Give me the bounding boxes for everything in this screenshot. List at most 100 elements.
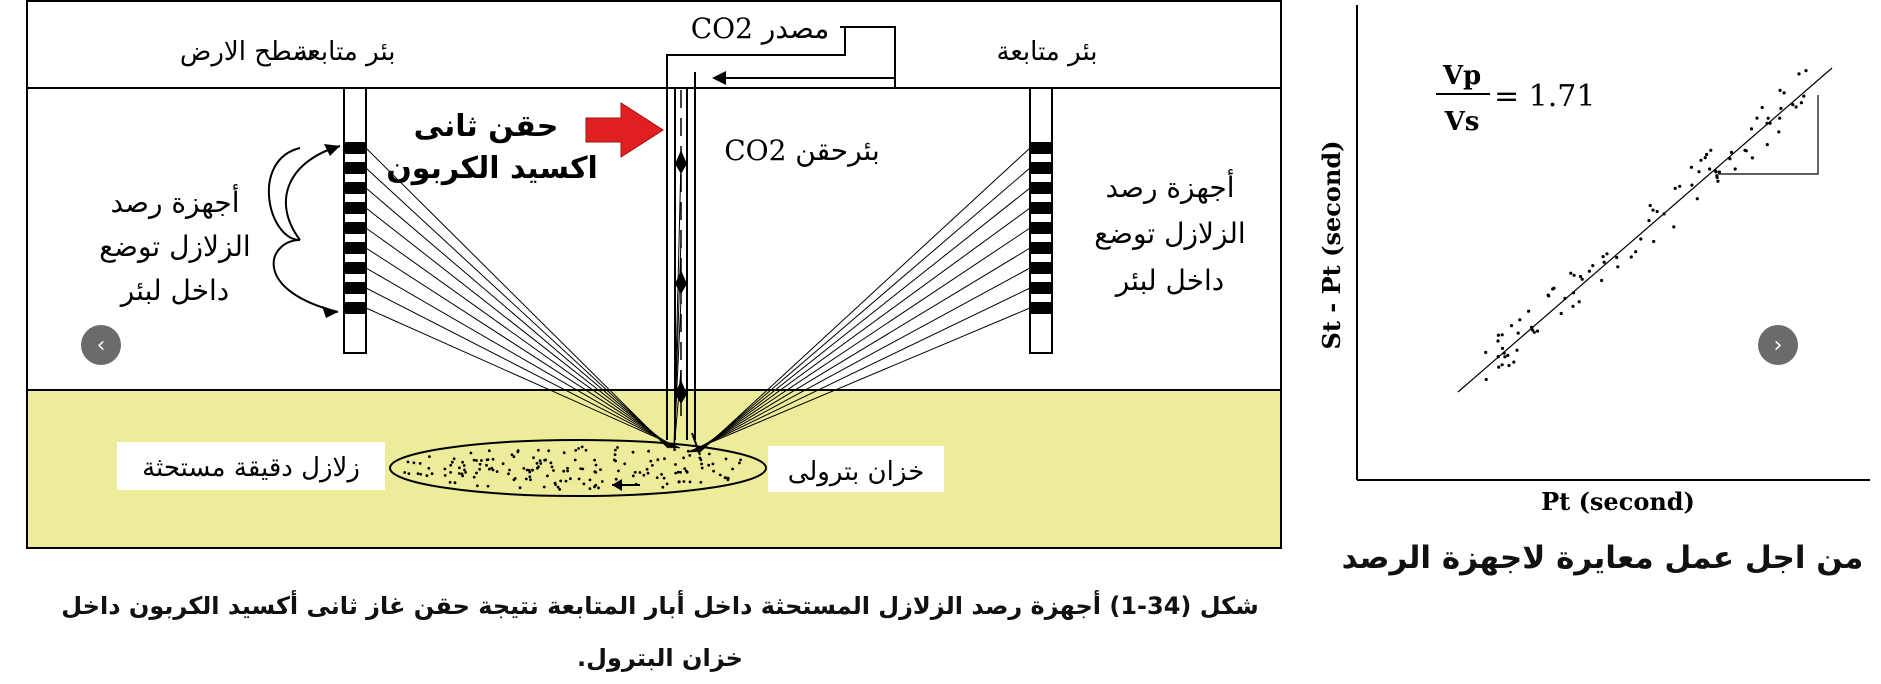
scatter-point [1503, 355, 1507, 359]
geophone-icon [1031, 162, 1051, 174]
co2-supply-pipe [666, 26, 896, 88]
scatter-point [1569, 271, 1573, 275]
scatter-point [1713, 169, 1717, 173]
ratio-value: = 1.71 [1494, 79, 1595, 114]
geophone-icon [1031, 262, 1051, 274]
scatter-point [1601, 255, 1605, 259]
scatter-point [1535, 329, 1540, 333]
scatter-point [1728, 157, 1732, 161]
injection-arrow-icon [585, 102, 664, 158]
geophone-icon [1031, 302, 1051, 314]
scatter-point [1708, 167, 1712, 171]
scatter-point [1502, 351, 1506, 355]
geophone-icon [1031, 282, 1051, 294]
scatter-point [1750, 156, 1754, 160]
geophone-icon [1031, 202, 1051, 214]
scatter-point [1484, 350, 1488, 354]
scatter-point [1672, 225, 1676, 229]
scatter-point [1605, 252, 1609, 256]
calibration-caption: من اجل عمل معايرة لاجهزة الرصد [1341, 540, 1864, 576]
caption-line1: شكل (34-1) أجهزة رصد الزلازل المستحثة دا… [61, 592, 1259, 620]
scatter-point [1500, 346, 1505, 350]
injection-well-label: بئرحقن CO2 [724, 134, 880, 167]
microseismic-label-bg [117, 442, 385, 490]
scatter-point [1484, 377, 1488, 382]
scatter-point [1689, 165, 1693, 169]
ground-surface-label: سطح الارض [180, 37, 314, 67]
geophone-icon [345, 162, 365, 174]
geophone-array-right [1031, 142, 1051, 314]
scatter-point [1532, 330, 1536, 334]
geophone-icon [345, 222, 365, 234]
geophone-icon [1031, 242, 1051, 254]
calibration-plot: Vp Vs = 1.71 St - Pt (second) Pt (second… [1317, 5, 1870, 516]
injection-title-line2: اكسيد الكربون [386, 151, 598, 186]
scatter-point [1516, 331, 1520, 335]
slope-triangle [1718, 95, 1819, 175]
scatter-point [1506, 353, 1510, 357]
injection-well [666, 72, 696, 440]
carousel-next-button[interactable]: › [1758, 325, 1798, 365]
scatter-point [1496, 355, 1500, 359]
microseismic-events [403, 445, 742, 491]
scatter-point [1715, 175, 1719, 180]
geophone-icon [345, 142, 365, 154]
scatter-point [1515, 348, 1519, 352]
scatter-point [1629, 255, 1633, 259]
geophone-icon [1031, 182, 1051, 194]
seismic-left-line1: أجهزة رصد [110, 183, 239, 219]
figure-caption: شكل (34-1) أجهزة رصد الزلازل المستحثة دا… [15, 580, 1305, 684]
scatter-point [1551, 287, 1555, 291]
seismic-left-line3: داخل لبئر [119, 274, 230, 307]
chevron-left-icon: ‹ [96, 332, 106, 358]
scatter-point [1571, 304, 1575, 308]
scatter-point [1749, 127, 1754, 131]
scatter-point [1743, 148, 1747, 152]
scatter-point [1648, 203, 1652, 208]
injection-title-line1: حقن ثانى [414, 109, 559, 144]
scatter-point [1778, 88, 1782, 92]
scatter-point [1729, 150, 1734, 154]
scatter-point [1500, 333, 1504, 337]
scatter-point [1797, 72, 1801, 76]
scatter-point [1716, 179, 1720, 183]
reservoir-label-bg [768, 446, 944, 492]
scatter-point [1765, 143, 1769, 147]
geophone-icon [1031, 142, 1051, 154]
scatter-point [1777, 130, 1781, 134]
scatter-point [1652, 239, 1656, 244]
reservoir-label: خزان بترولى [788, 457, 925, 487]
scatter-point [1778, 116, 1782, 120]
geophone-icon [345, 202, 365, 214]
scatter-point [1602, 260, 1606, 264]
scatter-point [1697, 170, 1701, 174]
scatter-point [1600, 278, 1604, 283]
carousel-prev-button[interactable]: ‹ [81, 325, 121, 365]
seismic-right-line3: داخل لبئر [1114, 264, 1225, 297]
scatter-point [1765, 121, 1769, 125]
monitoring-well-left-label: بئر متابعة [294, 37, 395, 67]
scatter-point [1578, 274, 1583, 279]
scatter-point [1662, 212, 1666, 216]
scatter-point [1527, 309, 1531, 313]
y-axis-label: St - Pt (second) [1317, 141, 1346, 350]
scatter-point [1709, 148, 1713, 152]
scatter-point [1703, 156, 1707, 160]
co2-injection-diagram: سطح الارض بئر متابعة بئر متابعة مصدر CO2… [26, 0, 1282, 549]
scatter-point [1655, 209, 1659, 214]
ray-paths-right [687, 147, 1031, 453]
seismic-left-line2: الزلازل توضع [99, 230, 250, 263]
scatter-point [1577, 300, 1581, 304]
scatter-point [1496, 333, 1500, 337]
scatter-point [1791, 103, 1795, 107]
scatter-point [1699, 158, 1703, 162]
scatter-point [1766, 116, 1770, 120]
scatter-point [1616, 265, 1620, 269]
scatter-point [1571, 291, 1576, 295]
scatter-point [1530, 325, 1534, 329]
scatter-point [1804, 69, 1808, 73]
scatter-point [1547, 294, 1551, 298]
geophone-icon [345, 242, 365, 254]
microseismic-zone [389, 439, 767, 497]
